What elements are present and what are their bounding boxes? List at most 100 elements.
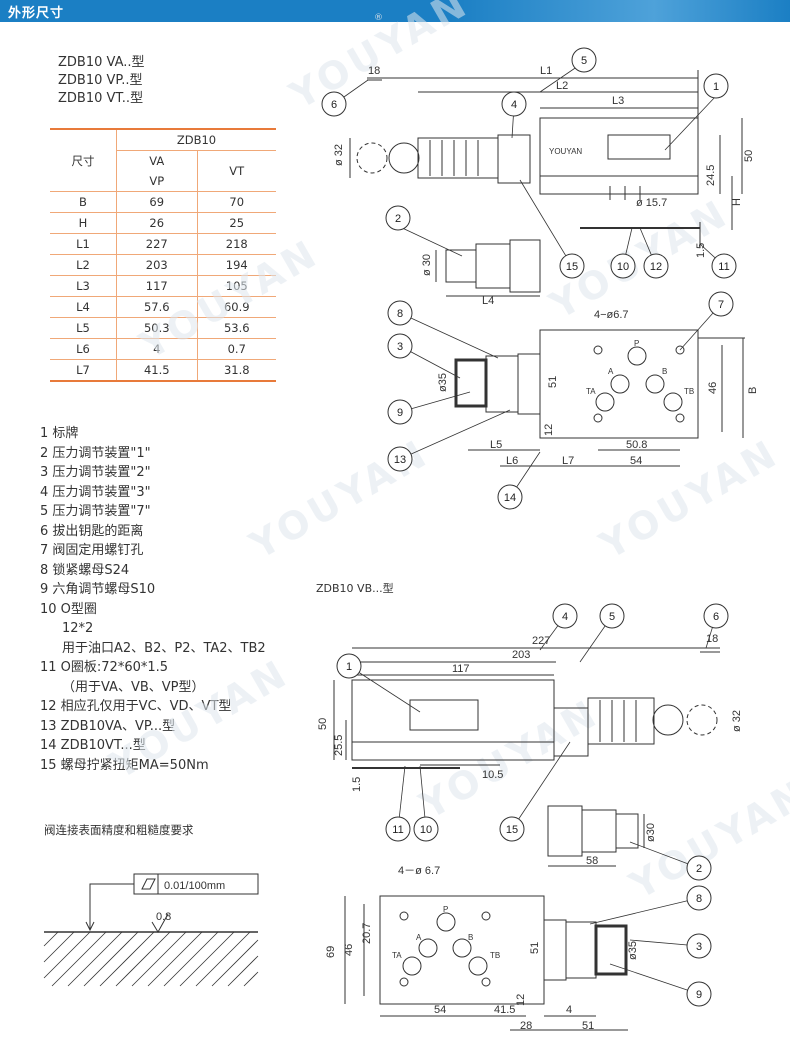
size-header: 尺寸 xyxy=(50,128,117,192)
nameplate-text: YOUYAN xyxy=(549,147,582,156)
port-a-vb xyxy=(418,938,438,958)
adjuster-2-view-vb xyxy=(547,805,645,867)
svg-text:15: 15 xyxy=(566,261,578,273)
dim-227: 227 xyxy=(532,635,550,647)
port-label-a-vb: A xyxy=(416,933,422,942)
port-p xyxy=(627,346,647,366)
legend-item: 3 压力调节装置"2" xyxy=(40,465,151,480)
svg-text:15: 15 xyxy=(506,824,518,836)
dim-46-vb: 46 xyxy=(343,944,355,956)
svg-text:13: 13 xyxy=(394,454,406,466)
dim-phi30-vb: ø30 xyxy=(645,823,657,842)
balloon: 9 xyxy=(387,399,413,425)
svg-text:11: 11 xyxy=(718,261,729,273)
dim-18: 18 xyxy=(368,65,380,77)
model-vt: ZDB10 VT..型 xyxy=(58,91,144,106)
bottom-balloons xyxy=(348,615,717,995)
col-vp: VP xyxy=(149,174,165,188)
balloon: 5 xyxy=(599,603,625,629)
dim-18-vb: 18 xyxy=(706,633,718,645)
adjuster-2-knob xyxy=(445,249,477,283)
balloon: 3 xyxy=(387,333,413,359)
legend-item: 15 螺母拧紧扭矩MA=50Nm xyxy=(40,757,209,773)
port-label-p-vb: P xyxy=(443,905,448,914)
port-label-b: B xyxy=(662,367,667,376)
valve-body xyxy=(539,117,699,195)
top-side-view xyxy=(349,70,743,248)
dim-1-5: 1.5 xyxy=(695,243,707,258)
balloon: 11 xyxy=(711,253,737,279)
svg-text:12: 12 xyxy=(650,261,662,273)
adjuster-2-knob-vb xyxy=(615,813,639,849)
leader-line xyxy=(89,883,134,930)
dim-phi35: ø35 xyxy=(437,373,449,392)
dim-203: 203 xyxy=(512,649,530,661)
key-knob xyxy=(388,142,420,174)
balloon: 6 xyxy=(703,603,729,629)
leader-arrow xyxy=(85,921,95,932)
balloon: 9 xyxy=(686,981,712,1007)
mounting-hole xyxy=(399,911,409,921)
legend-item: 用于油口A2、B2、P2、TA2、TB2 xyxy=(62,640,266,656)
key-knob-vb xyxy=(652,704,684,736)
dim-50-8: 50.8 xyxy=(626,439,647,451)
dim-10-5: 10.5 xyxy=(482,769,503,781)
dim-4: 4 xyxy=(566,1004,572,1016)
o-ring-seats xyxy=(609,186,641,200)
port-b-vb xyxy=(452,938,472,958)
balloon: 5 xyxy=(571,47,597,73)
svg-text:5: 5 xyxy=(581,55,587,67)
dim-46: 46 xyxy=(707,382,719,394)
dim-l5: L5 xyxy=(490,439,502,451)
dim-58: 58 xyxy=(586,855,598,867)
vb-drawing-label: ZDB10 VB...型 xyxy=(316,582,394,595)
legend-item: 4 压力调节装置"3" xyxy=(40,484,151,500)
legend-item: 8 锁紧螺母S24 xyxy=(40,562,130,578)
col-va: VA xyxy=(149,154,165,168)
dim-51-vb: 51 xyxy=(529,942,541,954)
flatness-value: 0.01/100mm xyxy=(164,880,225,892)
port-label-ta: TA xyxy=(586,387,596,396)
mounting-face xyxy=(539,329,699,439)
dim-25-5: 25.5 xyxy=(333,735,345,756)
section-header: 外形尺寸 xyxy=(0,0,790,22)
svg-text:14: 14 xyxy=(504,492,516,504)
watermark-group: YOUYAN YOUYAN YOUYAN YOUYAN YOUYAN YOUYA… xyxy=(102,0,790,908)
balloon: 2 xyxy=(385,205,411,231)
adjuster-3-cap-vb xyxy=(594,924,628,976)
dim-holes: 4−ø6.7 xyxy=(594,309,629,321)
bottom-front-view xyxy=(344,895,628,1031)
adjuster-2-view xyxy=(435,239,541,297)
svg-text:10: 10 xyxy=(617,261,629,273)
adjuster-2-body-vb xyxy=(547,805,583,857)
col-vt: VT xyxy=(197,150,276,192)
surface-hatch xyxy=(43,931,259,987)
svg-text:2: 2 xyxy=(696,863,702,875)
svg-text:4: 4 xyxy=(511,99,517,111)
balloon: 15 xyxy=(499,816,525,842)
mounting-hole xyxy=(481,911,491,921)
dim-20-7: 20.7 xyxy=(361,923,373,944)
legend-item: 7 阀固定用螺钉孔 xyxy=(40,543,144,558)
port-label-tb: TB xyxy=(684,387,694,396)
dim-41-5: 41.5 xyxy=(494,1004,515,1016)
dim-l2: L2 xyxy=(556,80,568,92)
port-tb xyxy=(663,392,683,412)
adjuster-2-nut xyxy=(475,243,511,289)
section-title: 外形尺寸 xyxy=(8,6,65,21)
model-vp: ZDB10 VP..型 xyxy=(58,73,143,88)
balloon: 4 xyxy=(501,91,527,117)
mounting-hole xyxy=(675,345,685,355)
adjuster-3-nut xyxy=(485,355,519,413)
roughness-title: 阀连接表面精度和粗糙度要求 xyxy=(44,823,194,837)
dim-12: 12 xyxy=(543,424,555,436)
dim-l3: L3 xyxy=(612,95,624,107)
balloon: 12 xyxy=(643,253,669,279)
port-a xyxy=(610,374,630,394)
dim-l4: L4 xyxy=(482,295,494,307)
